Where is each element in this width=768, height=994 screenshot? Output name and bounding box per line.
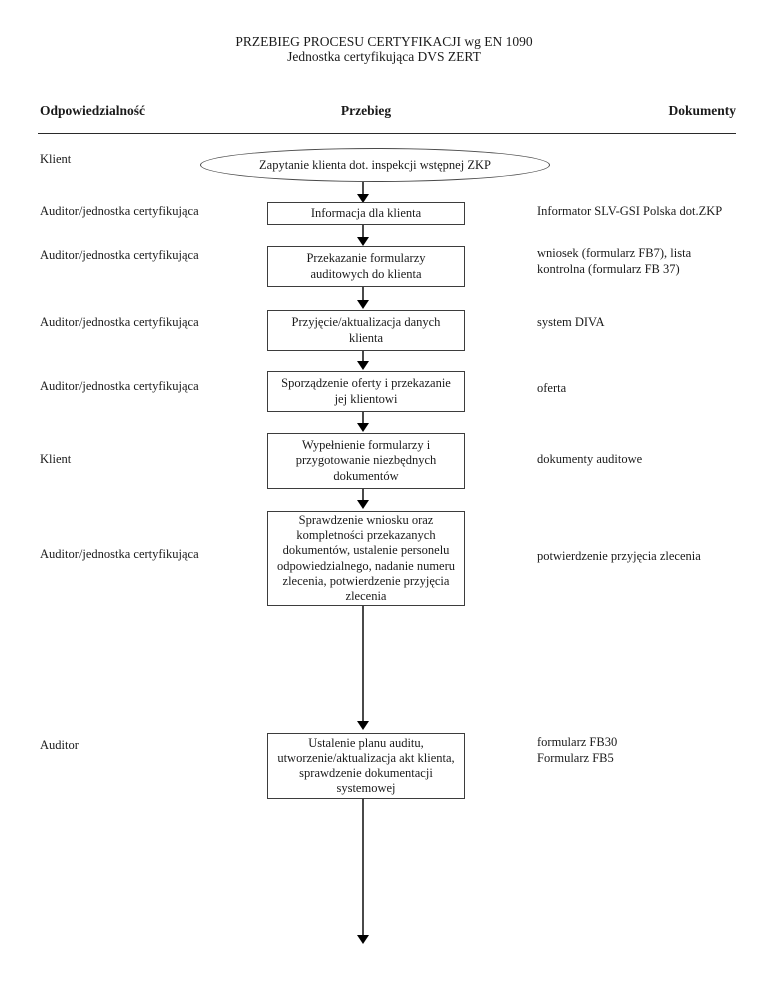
flow-connector xyxy=(362,606,364,722)
responsibility-label-step-6: Auditor/jednostka certyfikująca xyxy=(40,547,199,561)
flow-step-6-label: Sprawdzenie wniosku oraz kompletności pr… xyxy=(276,512,456,603)
flow-connector xyxy=(362,412,364,424)
header-divider xyxy=(38,133,736,134)
documents-step-3: system DIVA xyxy=(537,315,605,329)
documents-step-7: formularz FB30 Formularz FB5 xyxy=(537,735,618,765)
flow-connector xyxy=(362,287,364,301)
arrow-down-icon xyxy=(357,423,369,432)
responsibility-label-step-7: Auditor xyxy=(40,738,79,752)
flow-connector xyxy=(362,489,364,501)
page-title: PRZEBIEG PROCESU CERTYFIKACJI wg EN 1090… xyxy=(0,34,768,64)
column-header-documents: Dokumenty xyxy=(668,103,736,118)
arrow-down-icon xyxy=(357,194,369,203)
flow-step-5: Wypełnienie formularzy i przygotowanie n… xyxy=(267,433,465,489)
responsibility-label-step-1: Auditor/jednostka certyfikująca xyxy=(40,204,199,218)
flow-node-start-label: Zapytanie klienta dot. inspekcji wstępne… xyxy=(259,157,491,172)
flow-connector xyxy=(362,225,364,238)
flow-step-4-label: Sporządzenie oferty i przekazanie jej kl… xyxy=(281,376,451,406)
responsibility-label-step-4: Auditor/jednostka certyfikująca xyxy=(40,379,199,393)
arrow-down-icon xyxy=(357,500,369,509)
flow-step-2: Przekazanie formularzy auditowych do kli… xyxy=(267,246,465,287)
arrow-down-icon xyxy=(357,361,369,370)
flow-connector-tail xyxy=(362,799,364,936)
flow-connector xyxy=(362,182,364,195)
responsibility-label-step-5: Klient xyxy=(40,452,72,466)
flow-step-3: Przyjęcie/aktualizacja danych klienta xyxy=(267,310,465,351)
arrow-down-icon xyxy=(357,935,369,944)
column-header-process: Przebieg xyxy=(340,103,392,118)
flow-step-6: Sprawdzenie wniosku oraz kompletności pr… xyxy=(267,511,465,606)
documents-step-5: dokumenty auditowe xyxy=(537,452,643,466)
flow-step-7: Ustalenie planu auditu, utworzenie/aktua… xyxy=(267,733,465,799)
responsibility-label-start: Klient xyxy=(40,152,72,166)
flow-step-3-label: Przyjęcie/aktualizacja danych klienta xyxy=(291,315,441,345)
arrow-down-icon xyxy=(357,300,369,309)
arrow-down-icon xyxy=(357,237,369,246)
documents-step-2: wniosek (formularz FB7), lista kontrolna… xyxy=(537,246,692,276)
documents-step-1: Informator SLV-GSI Polska dot.ZKP xyxy=(537,204,723,218)
flow-step-1-label: Informacja dla klienta xyxy=(310,205,422,220)
flow-step-1: Informacja dla klienta xyxy=(267,202,465,225)
column-header-responsibility: Odpowiedzialność xyxy=(40,103,146,118)
page-title-line-1: PRZEBIEG PROCESU CERTYFIKACJI wg EN 1090 xyxy=(235,34,533,49)
flow-connector xyxy=(362,351,364,362)
flow-node-start: Zapytanie klienta dot. inspekcji wstępne… xyxy=(200,148,550,182)
documents-step-6: potwierdzenie przyjęcia zlecenia xyxy=(537,549,701,563)
documents-step-4: oferta xyxy=(537,381,567,395)
flow-step-2-label: Przekazanie formularzy auditowych do kli… xyxy=(306,251,426,281)
flow-step-5-label: Wypełnienie formularzy i przygotowanie n… xyxy=(295,438,437,483)
arrow-down-icon xyxy=(357,721,369,730)
flow-step-7-label: Ustalenie planu auditu, utworzenie/aktua… xyxy=(277,735,455,796)
responsibility-label-step-2: Auditor/jednostka certyfikująca xyxy=(40,248,199,262)
page-title-line-2: Jednostka certyfikująca DVS ZERT xyxy=(287,49,481,64)
flow-step-4: Sporządzenie oferty i przekazanie jej kl… xyxy=(267,371,465,412)
responsibility-label-step-3: Auditor/jednostka certyfikująca xyxy=(40,315,199,329)
